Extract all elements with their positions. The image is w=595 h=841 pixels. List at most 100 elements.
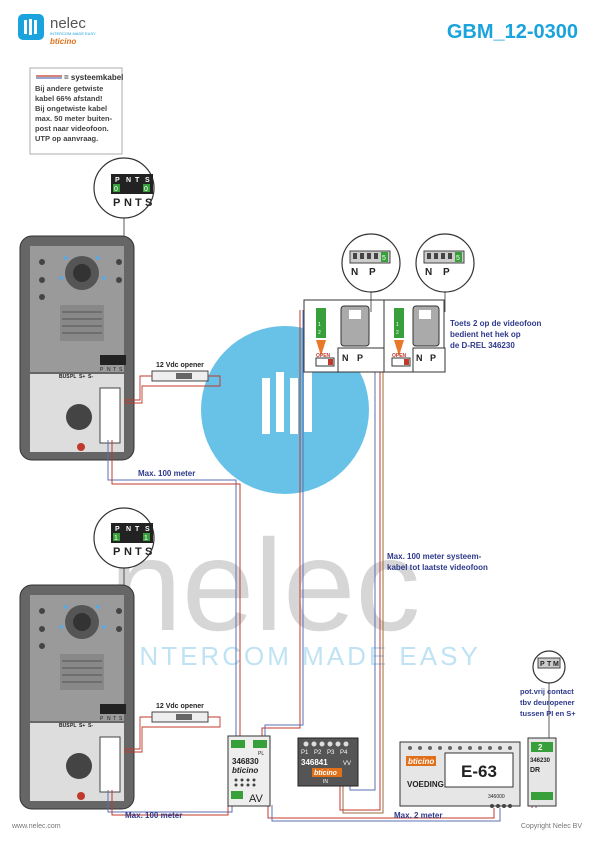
svg-text:IN: IN	[323, 779, 328, 785]
svg-text:T: T	[113, 367, 116, 373]
svg-text:N: N	[124, 197, 132, 209]
logo-name: nelec	[50, 15, 86, 32]
terminal-zoom-mid: P N T S 1 1 P N T S	[93, 507, 155, 700]
svg-text:P: P	[540, 661, 545, 668]
svg-text:max. 50 meter buiten-: max. 50 meter buiten-	[35, 114, 113, 123]
module-psu-e63: bticino E-63 VOEDING 346000	[399, 741, 521, 808]
svg-text:N: N	[351, 267, 358, 278]
legend-box: = systeemkabel Bij andere getwiste kabel…	[29, 67, 123, 155]
svg-text:S: S	[119, 367, 123, 373]
svg-text:N: N	[107, 716, 111, 722]
opener-top: 12 Vdc opener	[124, 362, 221, 404]
svg-text:P: P	[115, 526, 120, 533]
legend-title: = systeemkabel	[64, 73, 123, 82]
videofoon-2: 1 2 OPEN N P	[383, 292, 446, 373]
svg-text:2: 2	[318, 330, 321, 336]
distance-system-1: Max. 100 meter systeem-	[387, 552, 482, 561]
opener-bottom: 12 Vdc opener	[124, 703, 221, 753]
svg-text:S: S	[119, 716, 123, 722]
footer-left: www.nelec.com	[11, 823, 61, 830]
svg-text:1: 1	[318, 322, 321, 328]
svg-text:T: T	[135, 177, 140, 184]
svg-text:2: 2	[538, 743, 543, 752]
svg-text:346000: 346000	[488, 794, 505, 800]
svg-text:1: 1	[114, 535, 118, 542]
svg-text:N: N	[416, 353, 423, 363]
svg-text:12 Vdc opener: 12 Vdc opener	[156, 703, 204, 710]
svg-text:N: N	[126, 177, 131, 184]
doc-code: GBM_12-0300	[447, 21, 578, 43]
svg-text:P: P	[115, 177, 120, 184]
distance-system-2: kabel tot laatste videofoon	[387, 563, 488, 572]
svg-text:VV: VV	[343, 761, 351, 767]
svg-text:OPEN: OPEN	[392, 353, 407, 359]
dip-zoom-1: 5 N P	[341, 233, 401, 293]
svg-text:5: 5	[456, 255, 460, 262]
svg-text:P4: P4	[340, 750, 348, 756]
svg-text:S-: S-	[88, 374, 93, 380]
svg-text:DR: DR	[530, 767, 540, 774]
svg-text:P: P	[113, 546, 120, 558]
svg-text:S+: S+	[79, 374, 85, 380]
svg-text:1: 1	[144, 535, 148, 542]
svg-text:PL: PL	[70, 723, 76, 729]
nelec-logo: nelec INTERCOM MADE EASY bticino	[18, 14, 96, 46]
svg-text:S: S	[145, 177, 150, 184]
svg-text:M: M	[553, 661, 559, 668]
distance-bottom: Max. 100 meter	[125, 811, 182, 820]
svg-text:T: T	[547, 661, 552, 668]
svg-text:bticino: bticino	[408, 757, 434, 766]
logo-tagline: INTERCOM MADE EASY	[50, 31, 96, 36]
svg-text:OPEN: OPEN	[316, 353, 331, 359]
svg-text:N: N	[107, 367, 111, 373]
svg-text:Bij andere getwiste: Bij andere getwiste	[35, 84, 103, 93]
svg-text:N: N	[124, 546, 132, 558]
svg-text:pot.vrij contact: pot.vrij contact	[520, 687, 574, 696]
module-drel-346230: 2 346230 DR	[527, 737, 557, 807]
svg-text:P: P	[113, 197, 120, 209]
svg-text:S+: S+	[79, 723, 85, 729]
svg-text:0: 0	[114, 186, 118, 193]
svg-text:UTP op aanvraag.: UTP op aanvraag.	[35, 134, 98, 143]
svg-text:BUS: BUS	[59, 723, 70, 729]
svg-text:P3: P3	[327, 750, 335, 756]
svg-text:P2: P2	[314, 750, 322, 756]
svg-text:VOEDING: VOEDING	[407, 780, 444, 789]
svg-text:P: P	[357, 353, 363, 363]
svg-text:de D-REL 346230: de D-REL 346230	[450, 341, 515, 350]
svg-text:AV: AV	[249, 793, 264, 805]
svg-text:P: P	[430, 353, 436, 363]
svg-text:N: N	[425, 267, 432, 278]
module-346830: PL 346830 bticino AV	[227, 735, 271, 807]
svg-text:P: P	[443, 267, 450, 278]
svg-text:Toets 2 op de videofoon: Toets 2 op de videofoon	[450, 319, 542, 328]
videofoon-note: Toets 2 op de videofoon bedient het hek …	[450, 319, 542, 350]
svg-text:bticino: bticino	[232, 766, 258, 775]
svg-text:Bij ongetwiste kabel: Bij ongetwiste kabel	[35, 104, 107, 113]
distance-power: Max. 2 meter	[394, 811, 442, 820]
svg-text:E-63: E-63	[461, 762, 497, 781]
svg-text:N: N	[126, 526, 131, 533]
svg-text:T: T	[135, 197, 142, 209]
svg-text:S: S	[145, 526, 150, 533]
svg-text:S: S	[145, 546, 152, 558]
svg-text:BUS: BUS	[59, 374, 70, 380]
svg-text:346830: 346830	[232, 757, 259, 766]
svg-text:bticino: bticino	[314, 770, 338, 777]
svg-text:T: T	[135, 526, 140, 533]
svg-text:PL: PL	[258, 751, 264, 757]
svg-text:N: N	[342, 353, 349, 363]
svg-text:0: 0	[144, 186, 148, 193]
svg-text:1: 1	[396, 322, 399, 328]
svg-text:bedient het hek op: bedient het hek op	[450, 330, 521, 339]
svg-text:P: P	[369, 267, 376, 278]
logo-sub: bticino	[50, 37, 76, 46]
svg-text:P: P	[100, 367, 104, 373]
svg-text:12 Vdc opener: 12 Vdc opener	[156, 362, 204, 369]
svg-text:kabel 66% afstand!: kabel 66% afstand!	[35, 94, 103, 103]
svg-text:2: 2	[396, 330, 399, 336]
svg-text:T: T	[113, 716, 116, 722]
